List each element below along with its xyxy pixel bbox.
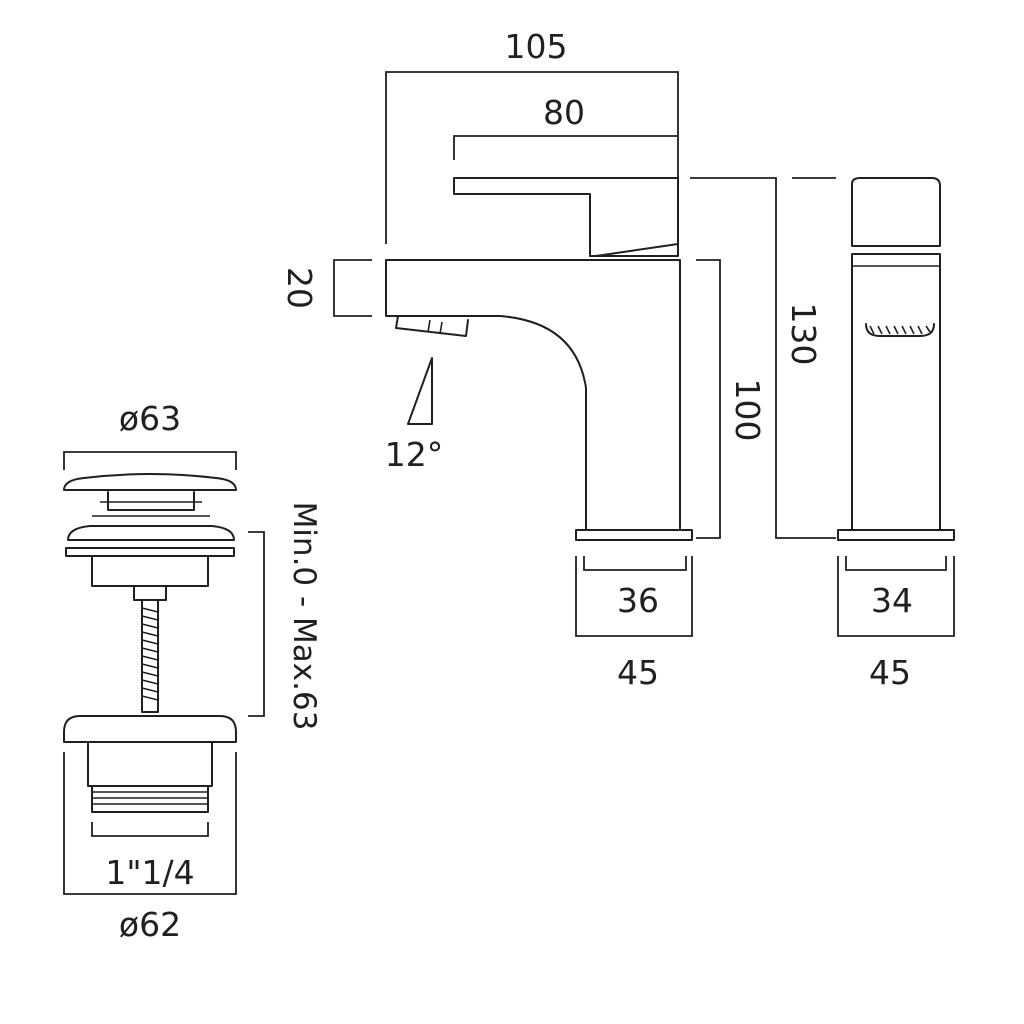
- side-handle: [851, 177, 941, 247]
- dimension-lines: [63, 71, 955, 895]
- waste-cap: [63, 473, 237, 491]
- label-waste-cap-diameter: ø63: [119, 399, 181, 438]
- label-base-outer-side: 45: [869, 653, 911, 692]
- tap-body: [385, 259, 681, 531]
- label-spout-height: 100: [728, 379, 767, 442]
- waste-body: [63, 715, 237, 743]
- spray-angle-marker: [407, 357, 433, 425]
- label-waste-range: Min.0 - Max.63: [286, 502, 322, 731]
- side-body: [851, 253, 941, 531]
- label-height-20: 20: [280, 267, 319, 309]
- label-waste-base-diameter: ø62: [119, 905, 181, 944]
- tap-side-view: [837, 177, 955, 541]
- waste-thread: [91, 785, 209, 813]
- label-base-inner-side: 34: [871, 581, 913, 620]
- tap-front-view: [385, 177, 693, 541]
- tap-base-plate: [575, 529, 693, 541]
- label-waste-thread: 1"1/4: [105, 853, 194, 892]
- label-angle: 12°: [385, 435, 444, 474]
- label-overall-width: 105: [505, 27, 568, 66]
- lever-handle-base: [589, 243, 679, 257]
- label-total-height: 130: [784, 303, 823, 366]
- aerator: [395, 315, 469, 337]
- side-aerator: [865, 323, 935, 337]
- waste-flange: [67, 525, 235, 541]
- side-base-plate: [837, 529, 955, 541]
- dimension-labels: 105 80 20 130 100 12° 36 45 34 45 ø63 Mi…: [105, 27, 913, 944]
- label-handle-length: 80: [543, 93, 585, 132]
- lever-handle: [453, 177, 679, 257]
- label-base-inner-front: 36: [617, 581, 659, 620]
- waste-assembly: [63, 473, 237, 813]
- label-base-outer-front: 45: [617, 653, 659, 692]
